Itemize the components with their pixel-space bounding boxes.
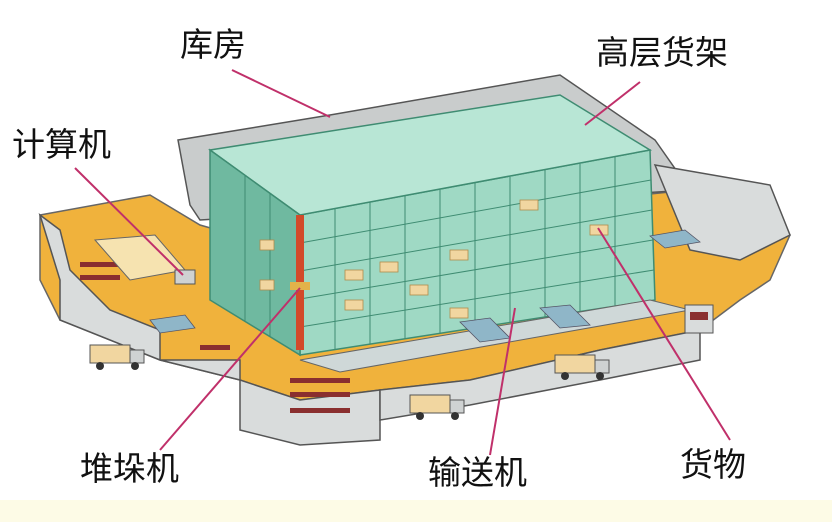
guard-booth-icon bbox=[685, 305, 713, 333]
leader-warehouse bbox=[232, 70, 330, 117]
label-conveyor: 输送机 bbox=[428, 456, 527, 489]
computer-terminal-icon bbox=[175, 270, 195, 284]
label-high-racks: 高层货架 bbox=[596, 36, 728, 69]
label-stacker: 堆垛机 bbox=[80, 452, 179, 485]
label-warehouse: 库房 bbox=[180, 28, 246, 61]
label-goods: 货物 bbox=[680, 448, 746, 481]
label-computer: 计算机 bbox=[12, 128, 111, 161]
